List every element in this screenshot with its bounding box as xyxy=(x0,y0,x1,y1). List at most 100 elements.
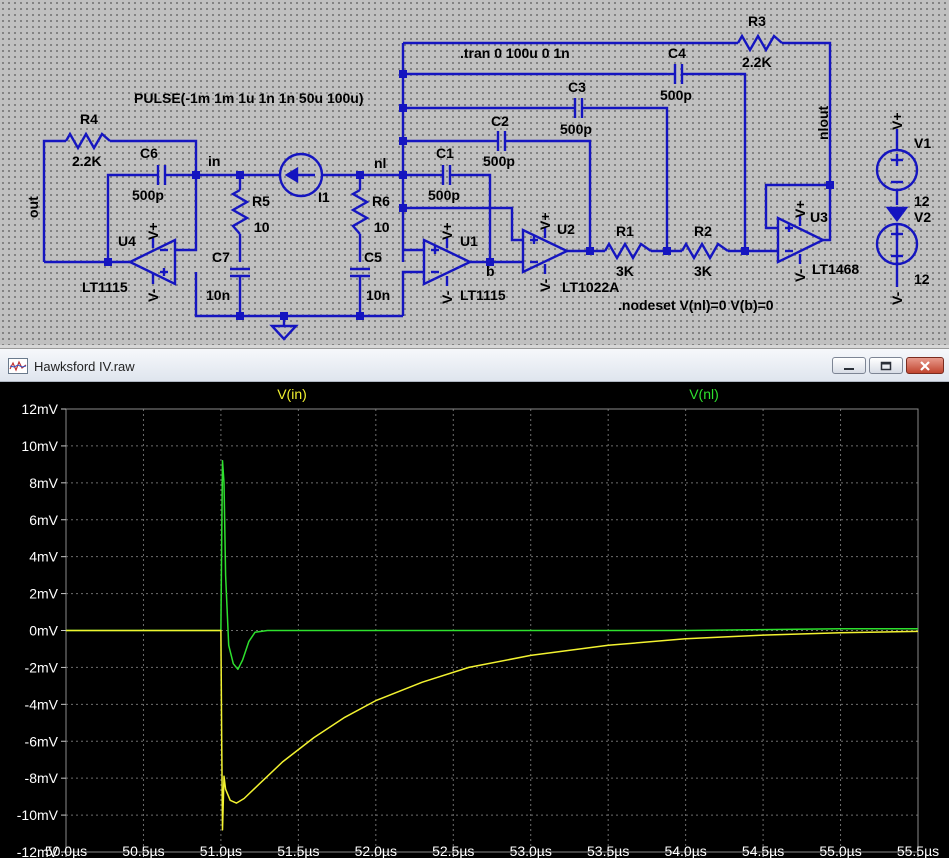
u1-part: LT1115 xyxy=(460,287,506,303)
close-icon xyxy=(920,360,930,371)
schematic-wires xyxy=(42,41,899,326)
y-tick-label: -8mV xyxy=(25,770,59,786)
minimize-button[interactable] xyxy=(832,357,866,374)
r6-symbol xyxy=(350,188,370,235)
c3-value: 500p xyxy=(560,121,592,137)
x-tick-label: 53.5µs xyxy=(587,843,629,858)
c1-value: 500p xyxy=(428,187,460,203)
waveform-app-icon xyxy=(8,358,28,374)
window-title: Hawksford IV.raw xyxy=(34,359,135,374)
x-tick-label: 50.5µs xyxy=(122,843,164,858)
r5-label: R5 xyxy=(252,193,270,209)
net-b-label: b xyxy=(486,263,495,279)
u2-vminus-label: V- xyxy=(537,278,553,292)
net-in-label: in xyxy=(208,153,220,169)
v1-vplus-label: V+ xyxy=(889,112,905,130)
resistor-symbols xyxy=(64,33,783,261)
u2-vplus-label: V+ xyxy=(537,212,553,230)
x-tick-label: 52.0µs xyxy=(355,843,397,858)
v1-label: V1 xyxy=(914,135,931,151)
c5-label: C5 xyxy=(364,249,382,265)
r6-value: 10 xyxy=(374,219,390,235)
y-tick-label: 4mV xyxy=(29,549,58,565)
r4-label: R4 xyxy=(80,111,98,127)
r1-symbol xyxy=(603,241,652,261)
r2-symbol xyxy=(680,241,729,261)
c7-value: 10n xyxy=(206,287,230,303)
v2-symbol xyxy=(875,222,919,266)
trace-v-in xyxy=(66,629,919,831)
minimize-icon xyxy=(844,367,854,370)
y-tick-label: -12mV xyxy=(17,844,59,858)
current-source-i1 xyxy=(278,152,324,198)
c2-label: C2 xyxy=(491,113,509,129)
u4-vminus-label: V- xyxy=(145,288,161,302)
c7-label: C7 xyxy=(212,249,230,265)
y-tick-label: 2mV xyxy=(29,586,58,602)
tran-directive: .tran 0 100u 0 1n xyxy=(460,45,570,61)
y-axis: 12mV10mV8mV6mV4mV2mV0mV-2mV-4mV-6mV-8mV-… xyxy=(17,401,66,858)
u4-vplus-label: V+ xyxy=(145,222,161,240)
u1-vplus-label: V+ xyxy=(439,222,455,240)
net-nl-label: nl xyxy=(374,155,386,171)
c1-label: C1 xyxy=(436,145,454,161)
r6-label: R6 xyxy=(372,193,390,209)
x-tick-label: 50.0µs xyxy=(45,843,87,858)
x-tick-label: 55.0µs xyxy=(819,843,861,858)
v2-value: 12 xyxy=(914,271,930,287)
r3-value: 2.2K xyxy=(742,54,772,70)
x-tick-label: 53.0µs xyxy=(510,843,552,858)
u1-vminus-label: V- xyxy=(439,290,455,304)
u3-label: U3 xyxy=(810,209,828,225)
u3-vplus-label: V+ xyxy=(792,200,808,218)
c2-value: 500p xyxy=(483,153,515,169)
y-tick-label: 12mV xyxy=(21,401,58,417)
y-tick-label: -2mV xyxy=(25,659,59,675)
schematic-canvas[interactable]: .tran 0 100u 0 1n PULSE(-1m 1m 1u 1n 1n … xyxy=(0,0,949,345)
x-tick-label: 51.5µs xyxy=(277,843,319,858)
r5-symbol xyxy=(230,188,250,235)
x-tick-label: 51.0µs xyxy=(200,843,242,858)
r4-symbol xyxy=(64,131,111,151)
y-tick-label: 8mV xyxy=(29,475,58,491)
x-tick-label: 54.5µs xyxy=(742,843,784,858)
pulse-directive: PULSE(-1m 1m 1u 1n 1n 50u 100u) xyxy=(134,90,364,106)
maximize-button[interactable] xyxy=(869,357,903,374)
u4-symbol xyxy=(127,238,177,286)
r5-value: 10 xyxy=(254,219,270,235)
legend-v-nl[interactable]: V(nl) xyxy=(689,386,719,402)
u3-symbol xyxy=(776,216,826,264)
v1-value: 12 xyxy=(914,193,930,209)
nodeset-directive: .nodeset V(nl)=0 V(b)=0 xyxy=(618,297,774,313)
capacitor-symbols xyxy=(150,64,690,278)
u1-symbol xyxy=(422,238,473,286)
legend-v-in[interactable]: V(in) xyxy=(277,386,307,402)
x-tick-label: 55.5µs xyxy=(897,843,939,858)
opamp-symbols xyxy=(127,216,826,286)
close-button[interactable] xyxy=(906,357,944,374)
y-tick-label: -4mV xyxy=(25,696,59,712)
r1-value: 3K xyxy=(616,263,634,279)
u3-part: LT1468 xyxy=(812,261,859,277)
net-nlout-label: nlout xyxy=(815,105,831,140)
r2-value: 3K xyxy=(694,263,712,279)
y-tick-label: 6mV xyxy=(29,512,58,528)
y-tick-label: 10mV xyxy=(21,438,58,454)
u2-part: LT1022A xyxy=(562,279,619,295)
r3-label: R3 xyxy=(748,13,766,29)
trace-v-nl xyxy=(66,459,918,671)
u4-label: U4 xyxy=(118,233,136,249)
x-tick-label: 52.5µs xyxy=(432,843,474,858)
plot-canvas[interactable]: 12mV10mV8mV6mV4mV2mV0mV-2mV-4mV-6mV-8mV-… xyxy=(0,382,949,858)
r1-label: R1 xyxy=(616,223,634,239)
r3-symbol xyxy=(736,33,783,53)
x-axis: 50.0µs 50.5µs 51.0µs 51.5µs 52.0µs 52.5µs 53.0… xyxy=(45,843,939,858)
window-titlebar[interactable]: Hawksford IV.raw xyxy=(0,349,949,382)
r4-value: 2.2K xyxy=(72,153,102,169)
c4-label: C4 xyxy=(668,45,686,61)
schematic-pane[interactable]: .tran 0 100u 0 1n PULSE(-1m 1m 1u 1n 1n … xyxy=(0,0,949,345)
c3-label: C3 xyxy=(568,79,586,95)
v1-symbol xyxy=(875,148,919,192)
